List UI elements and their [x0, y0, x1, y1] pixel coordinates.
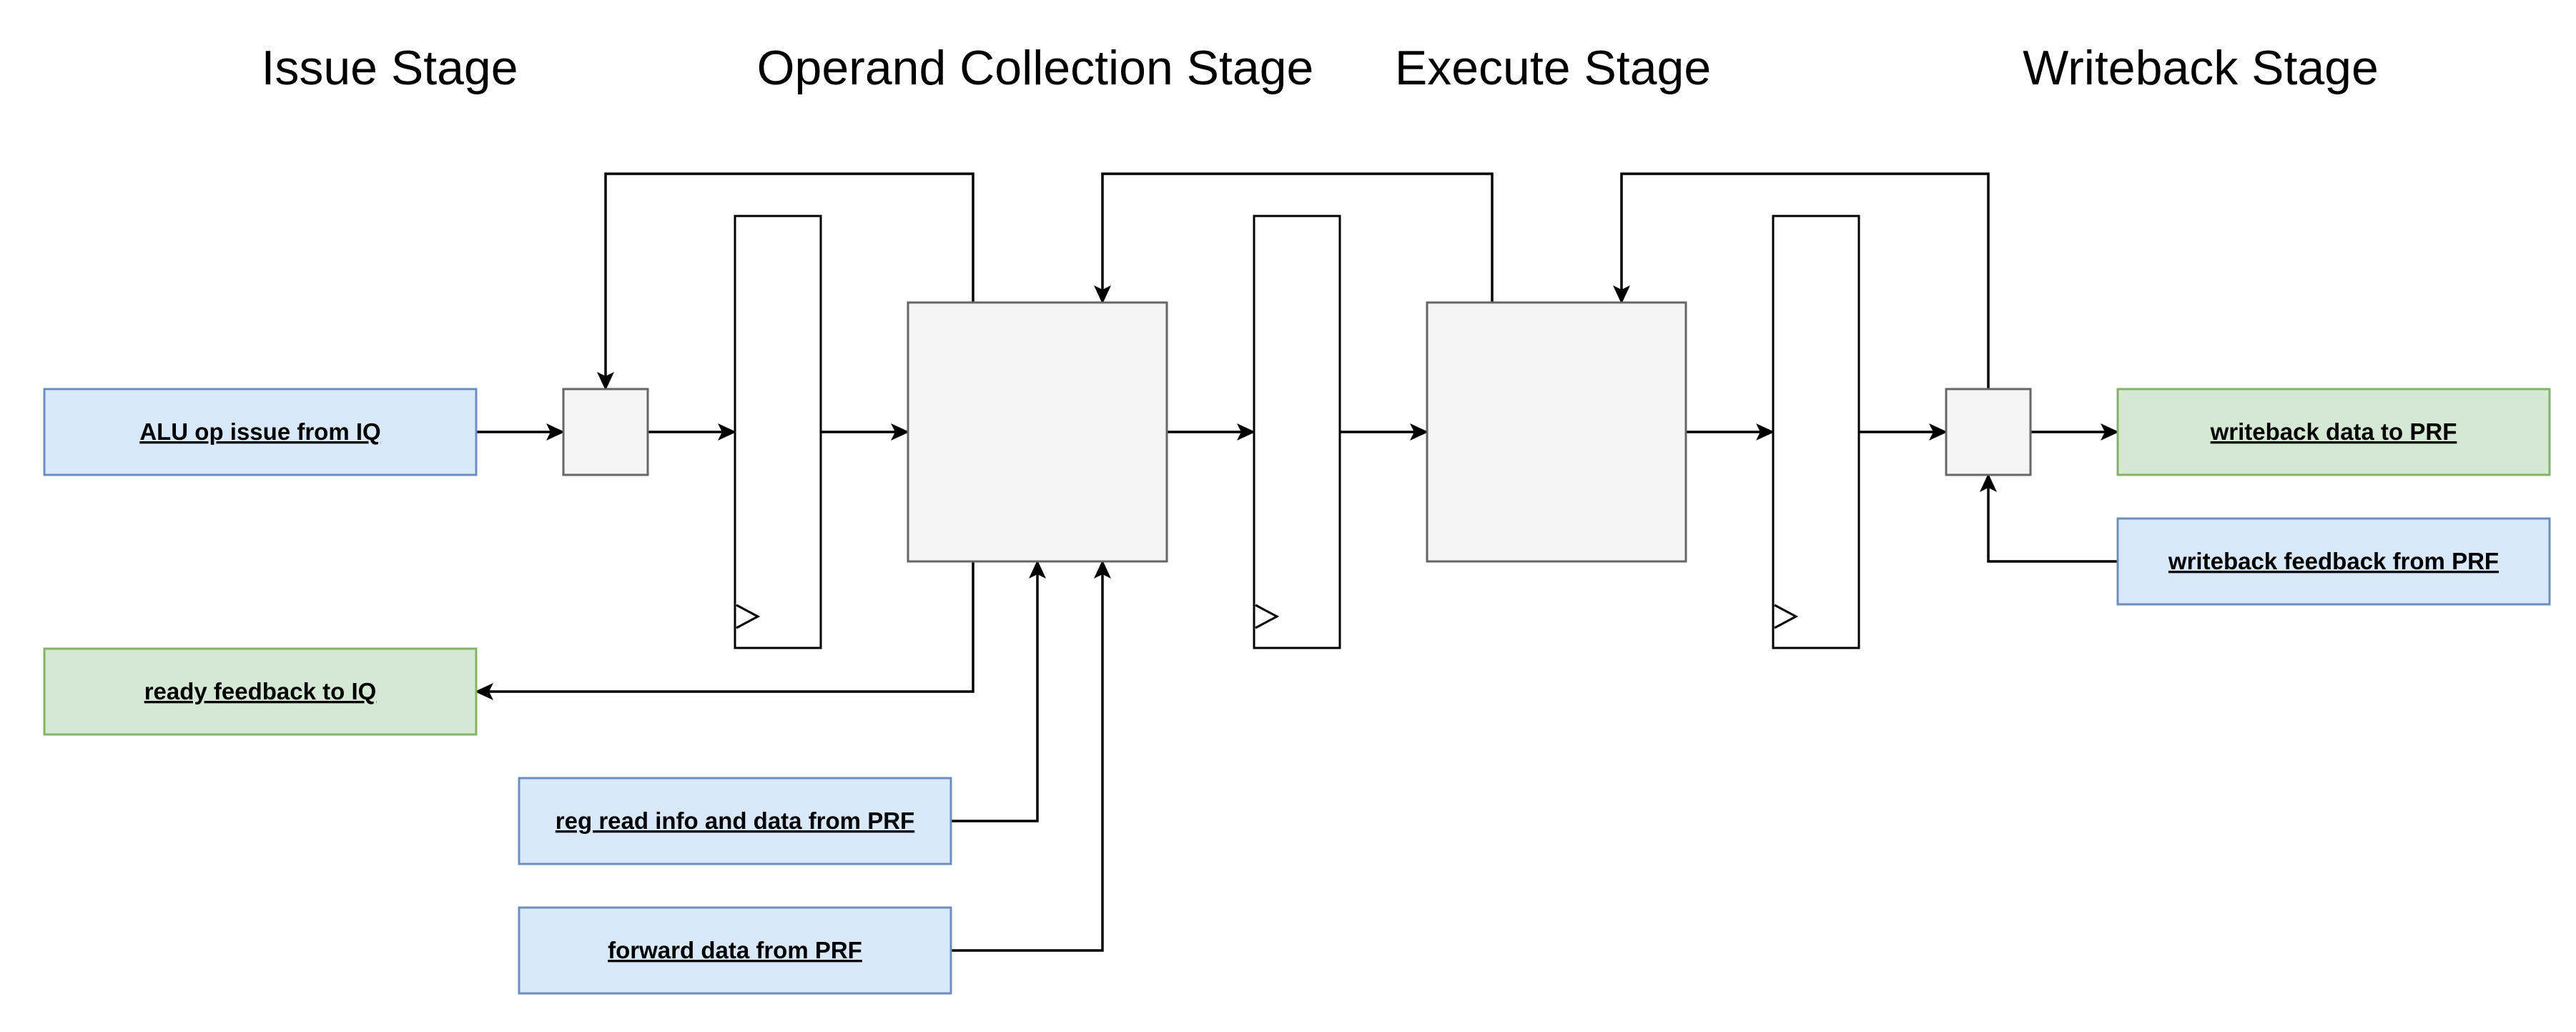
writeback-feedback-box: writeback feedback from PRF — [2116, 517, 2551, 606]
alu-op-issue-box: ALU op issue from IQ — [43, 388, 478, 476]
forward-data-box: forward data from PRF — [518, 906, 952, 995]
stage-title-writeback: Writeback Stage — [2023, 41, 2379, 95]
issue-mux-block — [562, 388, 649, 476]
reg-read-info-label: reg read info and data from PRF — [556, 807, 914, 834]
stage-title-execute: Execute Stage — [1395, 41, 1711, 95]
operand-collection-block — [907, 301, 1168, 563]
ready-feedback-box: ready feedback to IQ — [43, 647, 478, 736]
reg-read-info-box: reg read info and data from PRF — [518, 777, 952, 865]
clock-triangle-icon — [1255, 604, 1280, 629]
wire-operand-collector-feedback-to-mux — [597, 172, 974, 390]
wire-execute-feedback-to-operand-collector — [1094, 172, 1494, 304]
writeback-mux-block — [1945, 388, 2032, 476]
writeback-data-box: writeback data to PRF — [2116, 388, 2551, 476]
wire-ready-feedback — [475, 561, 974, 700]
wire-reg-read-info — [951, 560, 1046, 822]
stage-title-operand-collection: Operand Collection Stage — [757, 41, 1314, 95]
pipeline-register-1 — [734, 215, 822, 649]
forward-data-label: forward data from PRF — [608, 937, 862, 963]
writeback-data-label: writeback data to PRF — [2210, 418, 2457, 445]
writeback-feedback-label: writeback feedback from PRF — [2168, 548, 2499, 574]
pipeline-register-2 — [1253, 215, 1341, 649]
alu-op-issue-label: ALU op issue from IQ — [139, 418, 380, 445]
wire-forward-data — [951, 560, 1111, 952]
ready-feedback-label: ready feedback to IQ — [144, 678, 377, 704]
pipeline-register-3 — [1772, 215, 1860, 649]
wire-writeback-feedback-to-execute — [1613, 172, 1990, 389]
wire-writeback-feedback — [1980, 473, 2118, 563]
wires — [475, 172, 2119, 952]
clock-triangle-icon — [1774, 604, 1799, 629]
execute-block — [1426, 301, 1687, 563]
clock-triangle-icon — [736, 604, 761, 629]
stage-title-issue: Issue Stage — [261, 41, 518, 95]
